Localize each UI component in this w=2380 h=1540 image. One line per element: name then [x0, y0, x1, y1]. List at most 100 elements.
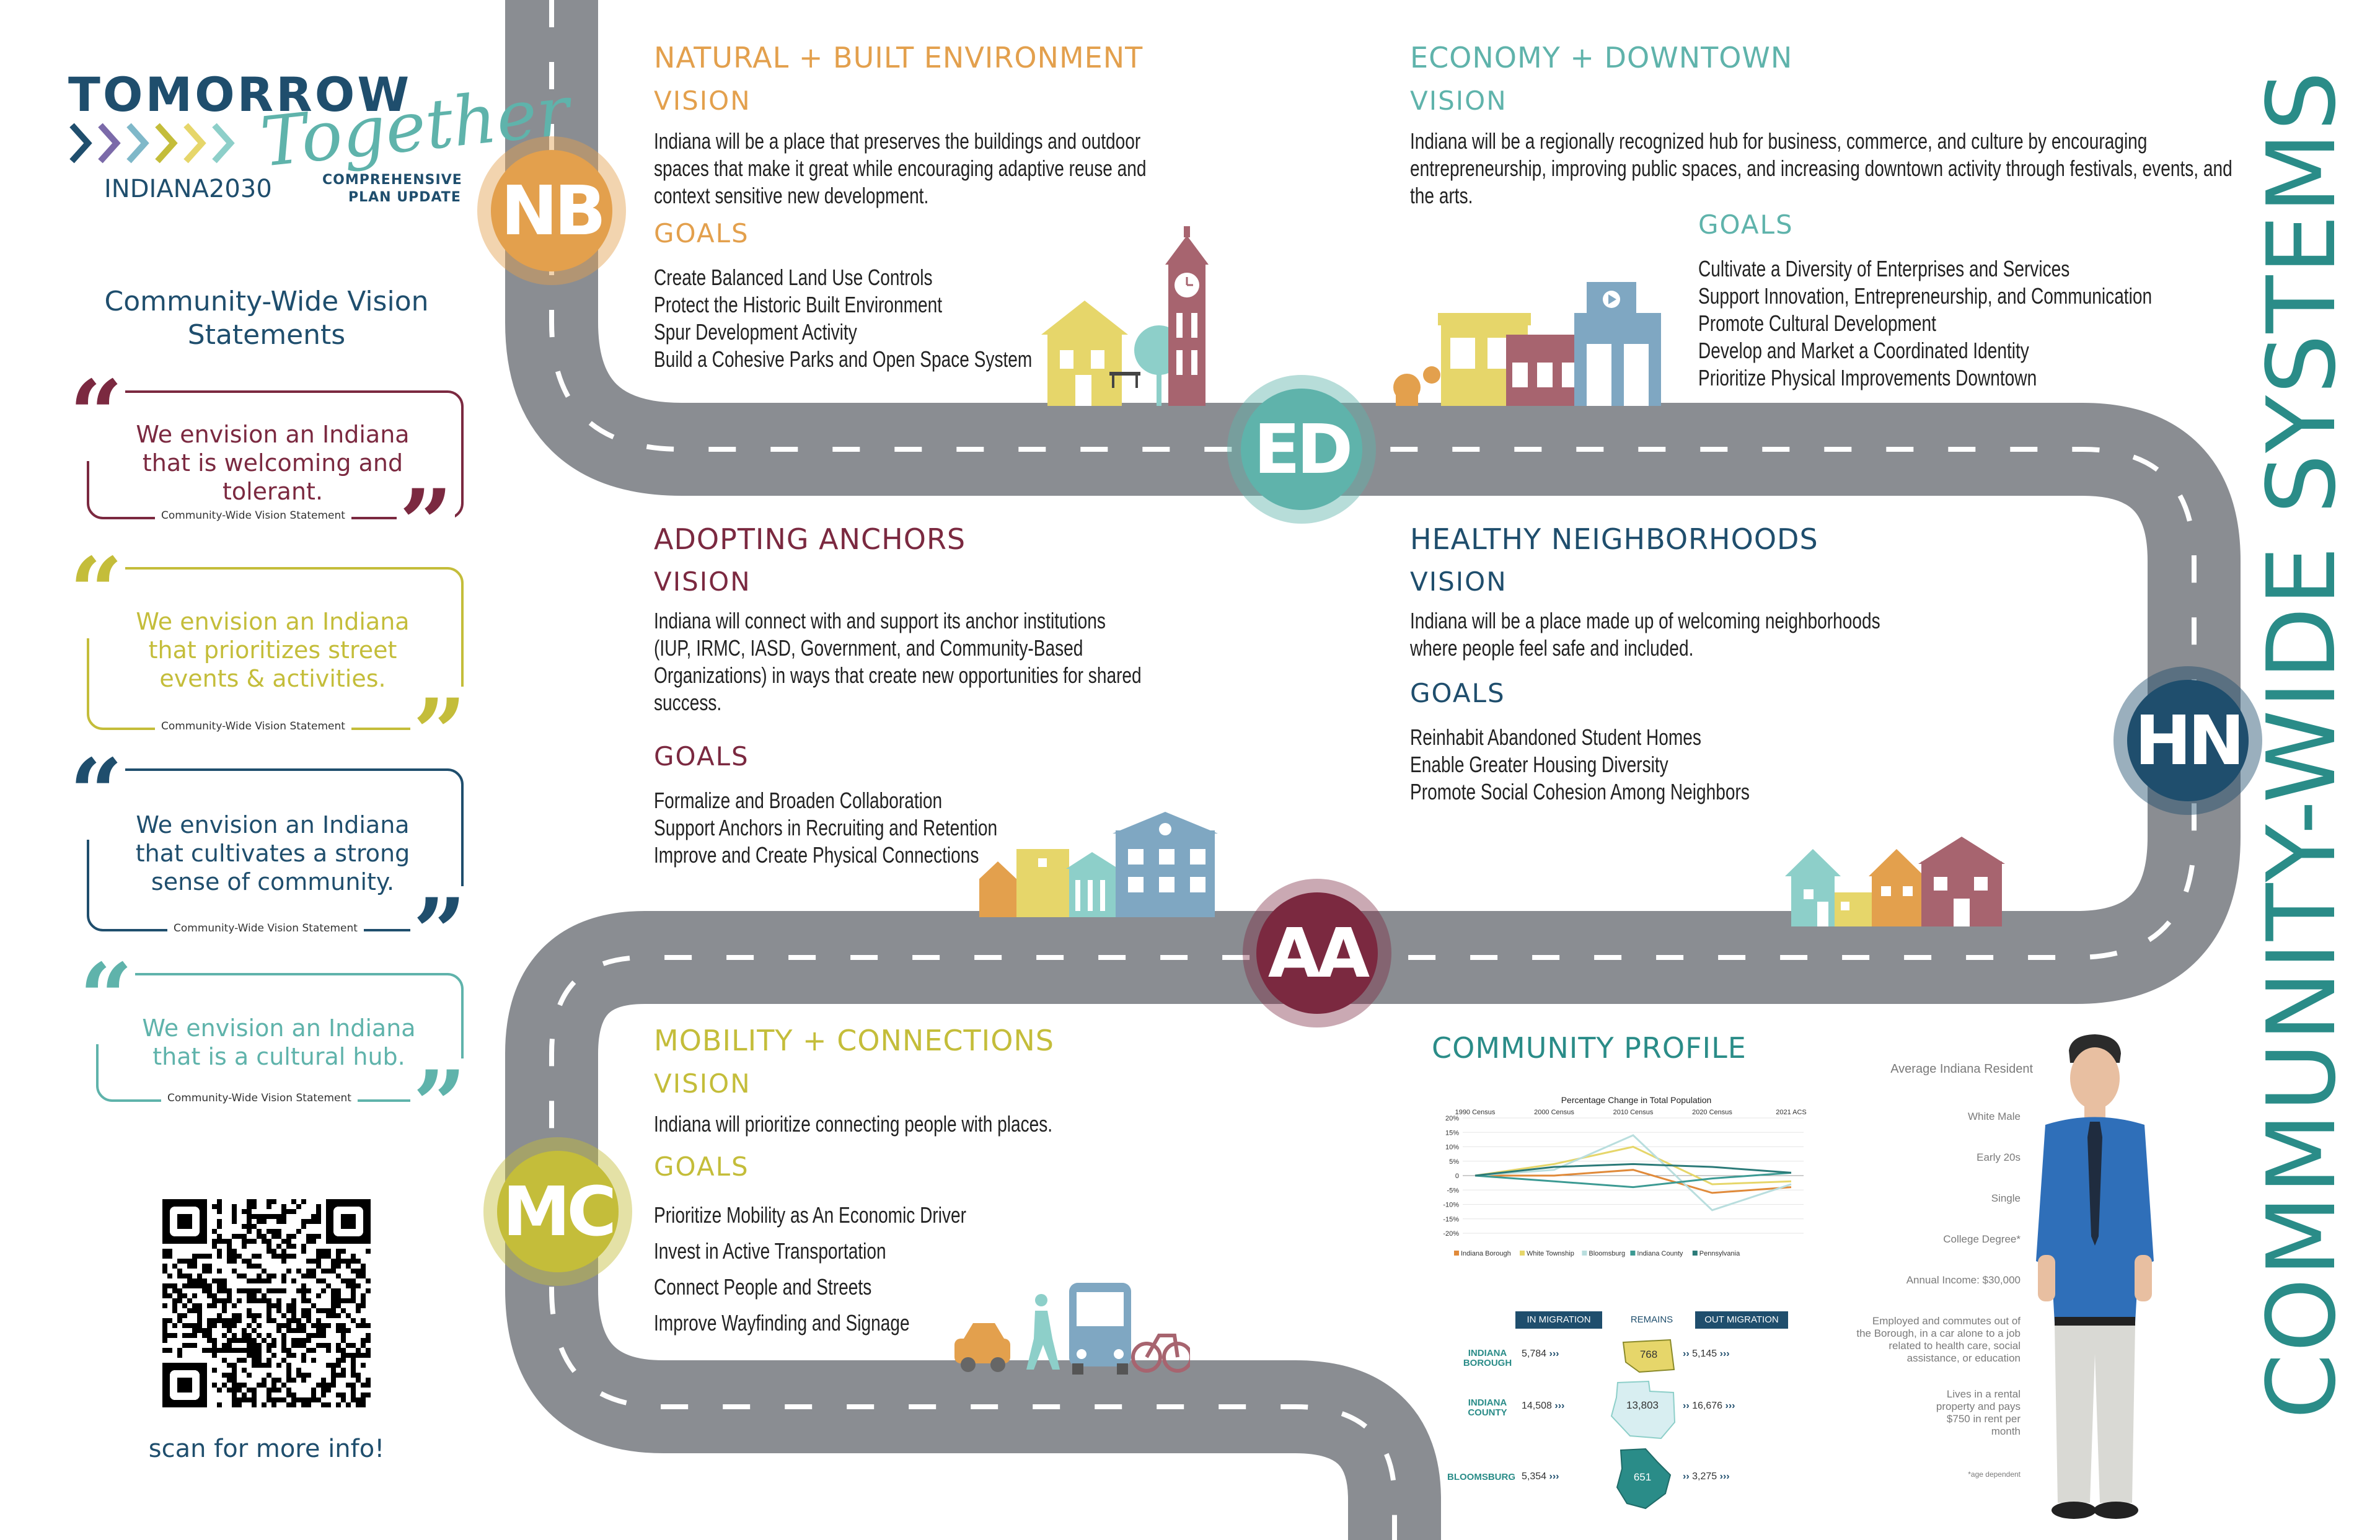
resident-employment-line: assistance, or education	[1906, 1352, 2021, 1364]
qr-module	[321, 1269, 326, 1274]
qr-module	[281, 1278, 286, 1283]
qr-module	[217, 1318, 222, 1323]
qr-module	[316, 1204, 321, 1209]
qr-module	[252, 1214, 257, 1219]
qr-module	[227, 1293, 232, 1298]
goal-item: Create Balanced Land Use Controls	[654, 265, 933, 290]
qr-module	[336, 1363, 341, 1368]
qr-module	[227, 1259, 232, 1264]
vision-line: Indiana will be a regionally recognized …	[1410, 128, 2148, 154]
qr-module	[267, 1249, 271, 1254]
anchor-institutions-illustration	[979, 812, 1218, 917]
goal-item: Formalize and Broaden Collaboration	[654, 788, 943, 813]
open-quote-icon: “	[77, 951, 136, 1044]
qr-module	[321, 1393, 326, 1397]
qr-module	[207, 1264, 212, 1269]
vision-line: Indiana will be a place made up of welco…	[1410, 608, 1880, 633]
qr-module	[192, 1303, 197, 1308]
chevrons-icon: ›››	[1549, 1471, 1559, 1482]
goals-label: GOALS	[1698, 209, 1794, 240]
qr-module	[346, 1328, 351, 1333]
qr-module	[237, 1388, 242, 1393]
qr-module	[207, 1333, 212, 1338]
qr-module	[301, 1288, 306, 1293]
vision-statement-text: We envision an Indiana that cultivates a…	[118, 811, 428, 896]
qr-module	[366, 1333, 371, 1338]
qr-code[interactable]	[162, 1199, 371, 1407]
qr-module	[311, 1348, 316, 1353]
qr-module	[281, 1219, 286, 1224]
vision-line: spaces that make it great while encourag…	[654, 156, 1147, 181]
chevrons-icon: ›››	[1554, 1401, 1565, 1411]
qr-module	[356, 1274, 361, 1278]
goal-item: Prioritize Mobility as An Economic Drive…	[654, 1202, 967, 1228]
qr-module	[296, 1229, 301, 1234]
qr-module	[296, 1338, 301, 1343]
qr-module	[262, 1214, 267, 1219]
migration-out-value: ›› 16,676 ›››	[1683, 1401, 1735, 1412]
qr-module	[242, 1274, 247, 1278]
vision-line: Indiana will be a place that preserves t…	[654, 128, 1141, 154]
qr-module	[162, 1254, 167, 1259]
qr-module	[227, 1338, 232, 1343]
sidebar-heading: Community-Wide Vision Statements	[68, 285, 465, 352]
qr-module	[212, 1239, 217, 1244]
chart-title: Percentage Change in Total Population	[1561, 1095, 1712, 1105]
qr-module	[267, 1278, 271, 1283]
chart-legend-label: Indiana Borough	[1461, 1250, 1511, 1257]
qr-module	[222, 1333, 227, 1338]
qr-module	[217, 1234, 222, 1239]
migration-in-number: 5,354	[1522, 1471, 1547, 1482]
qr-module	[232, 1402, 237, 1407]
qr-module	[291, 1303, 296, 1308]
qr-module	[267, 1214, 271, 1219]
qr-module	[247, 1293, 252, 1298]
qr-module	[252, 1278, 257, 1283]
qr-module	[316, 1318, 321, 1323]
qr-module	[286, 1373, 291, 1378]
qr-module	[177, 1353, 182, 1358]
qr-module	[262, 1383, 267, 1388]
qr-module	[286, 1323, 291, 1328]
qr-module	[222, 1298, 227, 1303]
qr-module	[321, 1323, 326, 1328]
qr-module	[267, 1244, 271, 1249]
qr-module	[296, 1397, 301, 1402]
qr-module	[341, 1249, 346, 1254]
qr-module	[341, 1397, 346, 1402]
qr-module	[276, 1244, 281, 1249]
qr-module	[361, 1323, 366, 1328]
qr-module	[311, 1214, 316, 1219]
qr-module	[316, 1328, 321, 1333]
qr-module	[346, 1402, 351, 1407]
qr-module	[162, 1348, 167, 1353]
section-title: HEALTHY NEIGHBORHOODS	[1410, 522, 1818, 556]
qr-module	[242, 1333, 247, 1338]
qr-module	[167, 1254, 172, 1259]
qr-module	[351, 1259, 356, 1264]
qr-module	[232, 1333, 237, 1338]
bloomsburg-shape-icon	[1616, 1448, 1672, 1510]
qr-module	[271, 1199, 276, 1204]
goal-item: Improve and Create Physical Connections	[654, 842, 979, 868]
vision-label: VISION	[654, 566, 751, 597]
qr-module	[321, 1254, 326, 1259]
qr-module	[326, 1323, 331, 1328]
goal-item: Enable Greater Housing Diversity	[1410, 752, 1668, 777]
qr-module	[242, 1328, 247, 1333]
vision-line: Organizations) in ways that create new o…	[654, 662, 1142, 688]
qr-module	[306, 1269, 311, 1274]
badge-nb: NB	[477, 136, 626, 285]
qr-module	[187, 1264, 192, 1269]
qr-module	[306, 1298, 311, 1303]
qr-module	[212, 1323, 217, 1328]
qr-module	[306, 1219, 311, 1224]
qr-module	[247, 1224, 252, 1229]
qr-module	[281, 1274, 286, 1278]
qr-module	[346, 1264, 351, 1269]
qr-module	[172, 1323, 177, 1328]
qr-module	[276, 1254, 281, 1259]
qr-module	[197, 1278, 202, 1283]
qr-caption: scan for more info!	[148, 1435, 385, 1463]
qr-module	[351, 1388, 356, 1393]
